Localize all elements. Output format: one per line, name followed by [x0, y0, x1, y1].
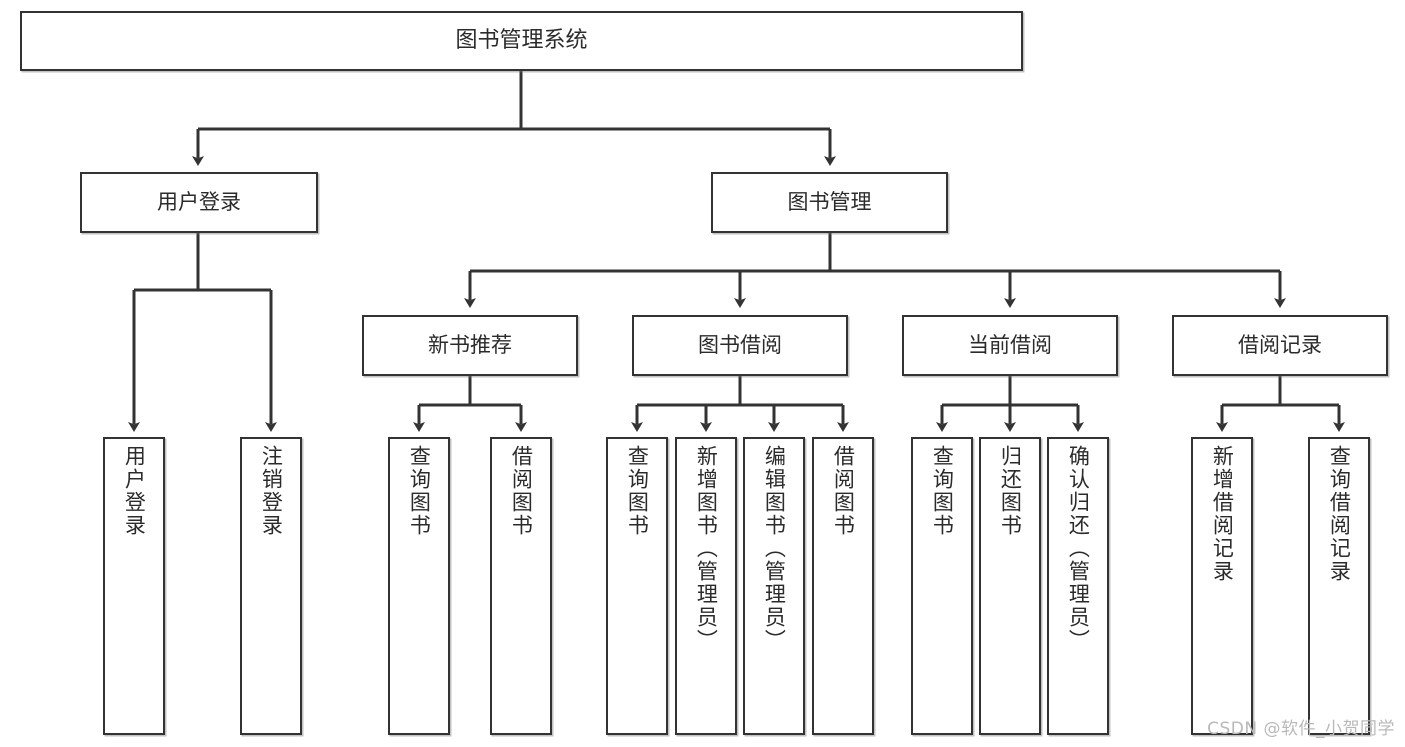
node-borrow-record[interactable]: 借阅记录: [1172, 315, 1388, 376]
leaf-query-borrow-record-label: 查询借阅记录: [1327, 445, 1352, 583]
leaf-borrow-book-1[interactable]: 借阅图书: [490, 437, 552, 735]
leaf-return-book-label: 归还图书: [998, 445, 1023, 537]
node-current-borrow-label: 当前借阅: [968, 333, 1052, 358]
node-new-book-recommend[interactable]: 新书推荐: [362, 315, 578, 376]
node-current-borrow[interactable]: 当前借阅: [902, 315, 1118, 376]
leaf-logout-login[interactable]: 注销登录: [240, 437, 302, 735]
leaf-borrow-book-2[interactable]: 借阅图书: [812, 437, 874, 735]
leaf-user-login[interactable]: 用户登录: [103, 437, 165, 735]
leaf-query-book-3[interactable]: 查询图书: [911, 437, 973, 735]
csdn-watermark: CSDN @软件_小贺同学: [1207, 719, 1395, 739]
leaf-borrow-book-2-label: 借阅图书: [831, 445, 856, 537]
node-user-login-label: 用户登录: [157, 190, 241, 215]
leaf-user-login-label: 用户登录: [122, 445, 147, 537]
leaf-logout-login-label: 注销登录: [259, 445, 284, 537]
node-book-borrow-label: 图书借阅: [698, 333, 782, 358]
node-new-book-recommend-label: 新书推荐: [428, 333, 512, 358]
leaf-confirm-return-label: 确认归还（管理员）: [1066, 445, 1091, 652]
leaf-add-book-label: 新增图书（管理员）: [694, 445, 719, 652]
leaf-query-book-1[interactable]: 查询图书: [388, 437, 450, 735]
node-book-management-label: 图书管理: [787, 190, 872, 215]
node-root-label: 图书管理系统: [455, 28, 588, 54]
leaf-query-book-1-label: 查询图书: [407, 445, 432, 537]
leaf-return-book[interactable]: 归还图书: [979, 437, 1041, 735]
leaf-confirm-return[interactable]: 确认归还（管理员）: [1047, 437, 1109, 735]
node-root[interactable]: 图书管理系统: [20, 11, 1023, 71]
node-book-management[interactable]: 图书管理: [711, 172, 948, 233]
leaf-edit-book-label: 编辑图书（管理员）: [762, 445, 787, 652]
leaf-query-book-2[interactable]: 查询图书: [606, 437, 668, 735]
leaf-query-book-2-label: 查询图书: [625, 445, 650, 537]
leaf-query-borrow-record[interactable]: 查询借阅记录: [1308, 437, 1370, 735]
node-user-login[interactable]: 用户登录: [80, 172, 318, 233]
leaf-add-book[interactable]: 新增图书（管理员）: [675, 437, 737, 735]
leaf-edit-book[interactable]: 编辑图书（管理员）: [743, 437, 805, 735]
leaf-add-borrow-record-label: 新增借阅记录: [1210, 445, 1235, 583]
leaf-add-borrow-record[interactable]: 新增借阅记录: [1191, 437, 1253, 735]
leaf-query-book-3-label: 查询图书: [930, 445, 955, 537]
node-borrow-record-label: 借阅记录: [1238, 333, 1322, 358]
leaf-borrow-book-1-label: 借阅图书: [509, 445, 534, 537]
node-book-borrow[interactable]: 图书借阅: [632, 315, 848, 376]
